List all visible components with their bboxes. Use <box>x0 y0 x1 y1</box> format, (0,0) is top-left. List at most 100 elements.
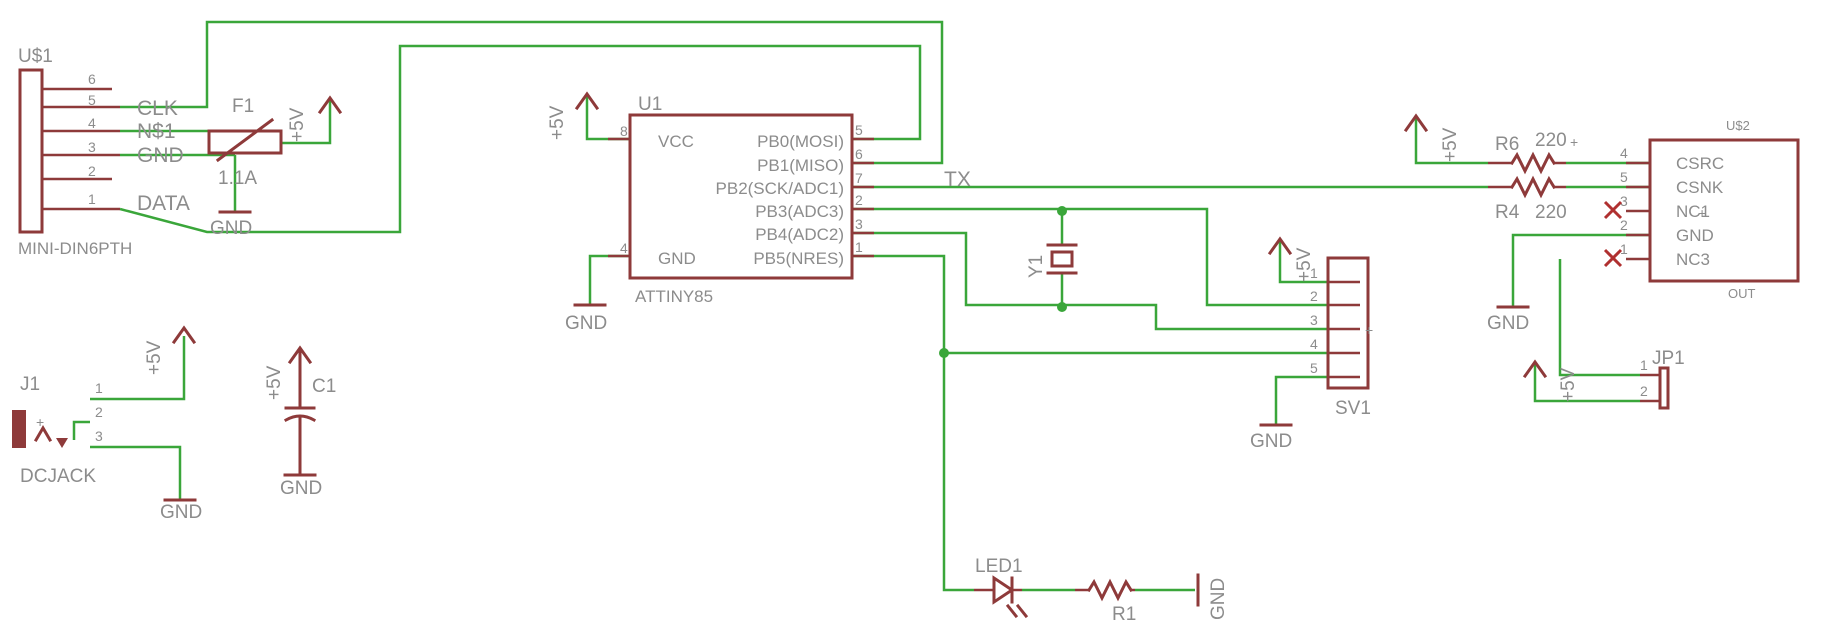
jp1-pin-num-1: 1 <box>1640 357 1648 373</box>
wire-fuse-5v <box>281 100 332 145</box>
attiny-pin-pb5: PB5(NRES) <box>753 249 844 268</box>
no-connect-nc3 <box>1603 248 1623 268</box>
gnd-symbol-cap: GND <box>280 473 322 499</box>
gnd-label-jack: GND <box>160 502 202 523</box>
din-pin-num-5: 5 <box>88 92 96 108</box>
junction-reset <box>939 348 949 358</box>
din-value: MINI-DIN6PTH <box>18 239 132 258</box>
cap-ref: C1 <box>312 376 336 397</box>
vcc-label-header: +5V <box>1294 247 1315 282</box>
opto-pin-csnk: CSNK <box>1676 178 1724 197</box>
attiny-pin-num-8: 8 <box>620 123 628 139</box>
led-led1[interactable]: LED1 <box>974 556 1029 619</box>
gnd-symbol-opto: GND <box>1487 305 1530 334</box>
opto-pin-csrc: CSRC <box>1676 154 1724 173</box>
jack-pin-num-2: 2 <box>95 404 103 420</box>
r6-plus-mark: + <box>1570 134 1578 150</box>
gnd-label-attiny: GND <box>565 313 607 334</box>
attiny-pin-num-2: 2 <box>855 192 863 208</box>
mini-din-body <box>18 68 44 234</box>
opto-pin-num-2: 2 <box>1620 217 1628 233</box>
wire-data-loop <box>119 44 922 234</box>
jack-ref: J1 <box>20 374 40 395</box>
gnd-label-din: GND <box>210 218 252 239</box>
attiny-pin-pb0: PB0(MOSI) <box>757 132 844 151</box>
jp1-pin-num-2: 2 <box>1640 383 1648 399</box>
opto-pin-nc3: NC3 <box>1676 250 1710 269</box>
capacitor-c1[interactable]: C1 <box>283 348 336 477</box>
header-pin-num-1: 1 <box>1310 265 1318 281</box>
junctions <box>939 206 1067 358</box>
junction-xtal-bot <box>1057 302 1067 312</box>
vcc-label-cap: +5V <box>264 365 285 400</box>
vcc-symbol-fuse: +5V <box>287 95 343 142</box>
jumper-jp1[interactable]: 1 2 JP1 <box>1640 348 1685 410</box>
header-pin-num-5: 5 <box>1310 360 1318 376</box>
din-pin-num-1: 1 <box>88 191 96 207</box>
r4-value: 220 <box>1535 202 1567 223</box>
vcc-label-fuse: +5V <box>287 107 308 142</box>
attiny-body <box>628 113 854 280</box>
vcc-symbol-opto: +5V <box>1403 113 1461 162</box>
din-ref: U$1 <box>18 46 53 67</box>
vcc-symbol-jp1: +5V <box>1522 359 1579 402</box>
jack-pin-num-3: 3 <box>95 428 103 444</box>
gnd-label-header: GND <box>1250 431 1292 452</box>
header-pin-num-2: 2 <box>1310 288 1318 304</box>
attiny-pin-num-3: 3 <box>855 216 863 232</box>
attiny85-chip[interactable]: 8 4 VCC GND PB0(MOSI) PB1(MISO) PB2(SCK/… <box>608 94 874 306</box>
attiny-pin-pb1: PB1(MISO) <box>757 156 844 175</box>
fuse-body <box>207 129 283 155</box>
resistor-r6[interactable]: R6 220 <box>1488 130 1567 175</box>
fuse-f1[interactable]: F1 1.1A <box>207 96 283 189</box>
header-plus-mark: + <box>1365 322 1373 338</box>
crystal-y1[interactable]: Y1 <box>1026 243 1078 278</box>
wire-attiny-gnd <box>588 254 630 305</box>
wire-pb5 <box>852 254 974 592</box>
gnd-label-opto: GND <box>1487 313 1529 334</box>
vcc-label-jp1: +5V <box>1558 367 1579 402</box>
junction-xtal-top <box>1057 206 1067 216</box>
attiny-pin-pb4: PB4(ADC2) <box>755 225 844 244</box>
attiny-pin-num-5: 5 <box>855 122 863 138</box>
net-data: DATA <box>137 192 190 215</box>
opto-pin-nc1: NC1 <box>1676 202 1710 221</box>
header-body <box>1326 256 1370 390</box>
attiny-pin-gnd: GND <box>658 249 696 268</box>
opto-pin-gnd: GND <box>1676 226 1714 245</box>
net-gnd-label: GND <box>137 144 184 167</box>
net-clk: CLK <box>137 97 178 120</box>
gnd-symbol-header: GND <box>1250 423 1293 452</box>
vcc-symbol-attiny: +5V <box>547 91 600 140</box>
resistor-r1[interactable]: R1 <box>1075 578 1136 625</box>
opto-plus-mark: + <box>1698 205 1706 221</box>
optocoupler-u2[interactable]: 4 5 3 2 1 CSRC CSNK NC1 GND NC3 U$2 OUT <box>1620 118 1800 301</box>
wire-hdr-vcc <box>1278 240 1328 284</box>
header-pin-num-4: 4 <box>1310 336 1318 352</box>
fuse-ptc-slash <box>215 117 275 163</box>
vcc-symbol-jack: +5V <box>144 325 197 375</box>
wire-jack-gnd <box>90 445 182 500</box>
r6-value: 220 <box>1535 130 1567 151</box>
opto-pin-num-4: 4 <box>1620 145 1628 161</box>
opto-pin-num-3: 3 <box>1620 193 1628 209</box>
fuse-ref: F1 <box>232 96 254 117</box>
no-connect-nc1 <box>1603 200 1623 220</box>
din-pin-num-4: 4 <box>88 115 96 131</box>
din-pin-num-6: 6 <box>88 71 96 87</box>
din-pin-num-3: 3 <box>88 139 96 155</box>
opto-pin-num-1: 1 <box>1620 241 1628 257</box>
wire-opto-vcc <box>1414 117 1488 165</box>
wire-jack-vcc <box>90 336 186 401</box>
header-pin-num-3: 3 <box>1310 312 1318 328</box>
resistor-r4[interactable]: R4 220 <box>1488 175 1567 223</box>
led-ref: LED1 <box>975 556 1023 577</box>
dc-jack-j1[interactable]: + 1 2 3 J1 DCJACK <box>12 374 103 487</box>
gnd-symbol-jack: GND <box>160 498 202 523</box>
mini-din-connector[interactable]: 6 5 4 3 2 1 U$1 MINI-DIN6PTH <box>18 46 132 258</box>
opto-out-label: OUT <box>1728 286 1756 301</box>
r4-ref: R4 <box>1495 202 1520 223</box>
attiny-value: ATTINY85 <box>635 287 713 306</box>
header-sv1[interactable]: 1 2 3 4 5 SV1 <box>1310 256 1371 419</box>
